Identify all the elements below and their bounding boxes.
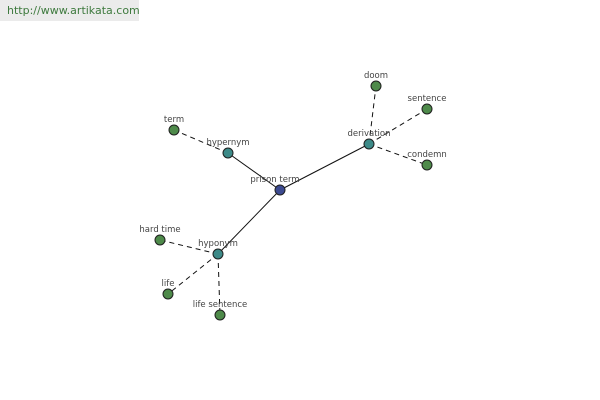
term-node-life-sentence[interactable]	[214, 309, 226, 321]
edge-derivation-condemn	[368, 143, 428, 166]
edge-root-hyponym	[217, 189, 281, 255]
graph-labels: term hypernym doom sentence condemn derivatio…	[139, 71, 446, 310]
edge-root-derivation	[279, 143, 370, 191]
edge-hyponym-life-sentence	[217, 253, 221, 316]
term-node-term[interactable]	[168, 124, 180, 136]
relation-node-derivation[interactable]	[363, 138, 375, 150]
graph-nodes	[154, 80, 433, 321]
root-label-prison-term: prison term	[250, 175, 299, 185]
edge-derivation-sentence	[368, 108, 428, 145]
term-label-sentence: sentence	[408, 94, 447, 104]
term-label-hard-time: hard time	[139, 225, 180, 235]
term-label-term: term	[164, 115, 184, 125]
term-node-condemn[interactable]	[421, 159, 433, 171]
graph-edges	[159, 85, 428, 316]
term-label-doom: doom	[364, 71, 388, 81]
edge-hyponym-life	[167, 253, 219, 295]
term-node-hard-time[interactable]	[154, 234, 166, 246]
term-node-doom[interactable]	[370, 80, 382, 92]
relation-label-derivation: derivation	[347, 129, 390, 139]
watermark-url[interactable]: http://www.artikata.com	[0, 0, 140, 21]
relation-label-hypernym: hypernym	[206, 138, 249, 148]
term-node-life[interactable]	[162, 288, 174, 300]
edge-derivation-doom	[368, 85, 377, 145]
root-node-prison-term[interactable]	[274, 184, 286, 196]
relation-label-hyponym: hyponym	[198, 239, 238, 249]
term-label-condemn: condemn	[407, 150, 447, 160]
term-label-life-sentence: life sentence	[193, 300, 248, 310]
relation-node-hyponym[interactable]	[212, 248, 224, 260]
term-label-life: life	[162, 279, 175, 289]
edge-hyponym-hard-time	[159, 239, 219, 255]
edge-root-hypernym	[227, 152, 281, 191]
term-node-sentence[interactable]	[421, 103, 433, 115]
edge-hypernym-term	[173, 129, 229, 154]
relation-node-hypernym[interactable]	[222, 147, 234, 159]
